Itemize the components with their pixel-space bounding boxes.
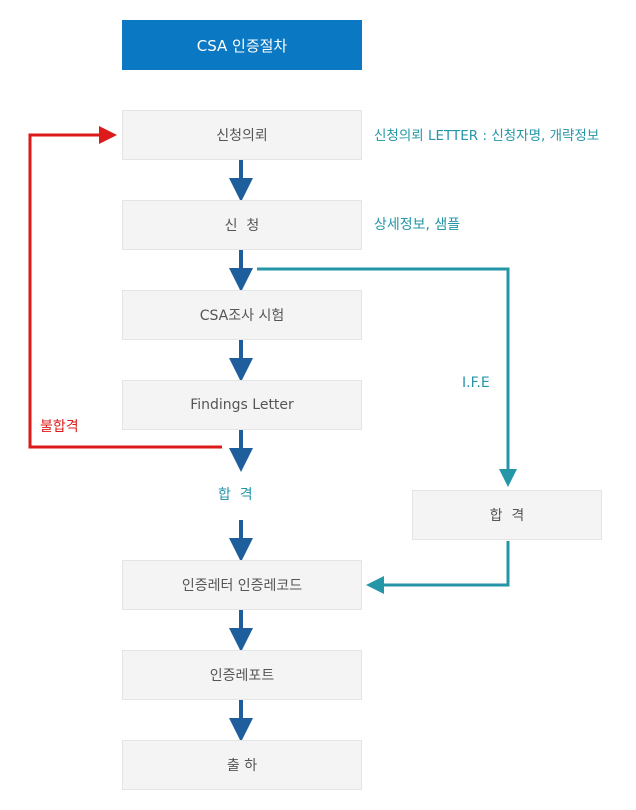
note-ife: I.F.E <box>462 375 490 391</box>
step-findings: Findings Letter <box>122 380 362 430</box>
fail-loop-arrow <box>28 126 222 449</box>
step-apply: 신 청 <box>122 200 362 250</box>
step-cert-report: 인증레포트 <box>122 650 362 700</box>
step-test: CSA조사 시험 <box>122 290 362 340</box>
note-request: 신청의뢰 LETTER : 신청자명, 개략정보 <box>374 128 600 144</box>
note-apply: 상세정보, 샘플 <box>374 217 461 233</box>
note-pass: 합 격 <box>218 487 253 503</box>
step-shipment: 출 하 <box>122 740 362 790</box>
step-cert-letter: 인증레터 인증레코드 <box>122 560 362 610</box>
page-title: CSA 인증절차 <box>122 20 362 70</box>
note-fail: 불합격 <box>40 419 79 435</box>
step-ife-pass: 합 격 <box>412 490 602 540</box>
ife-path-arrow <box>257 267 517 487</box>
step-request: 신청의뢰 <box>122 110 362 160</box>
ife-return-arrow <box>366 541 510 594</box>
